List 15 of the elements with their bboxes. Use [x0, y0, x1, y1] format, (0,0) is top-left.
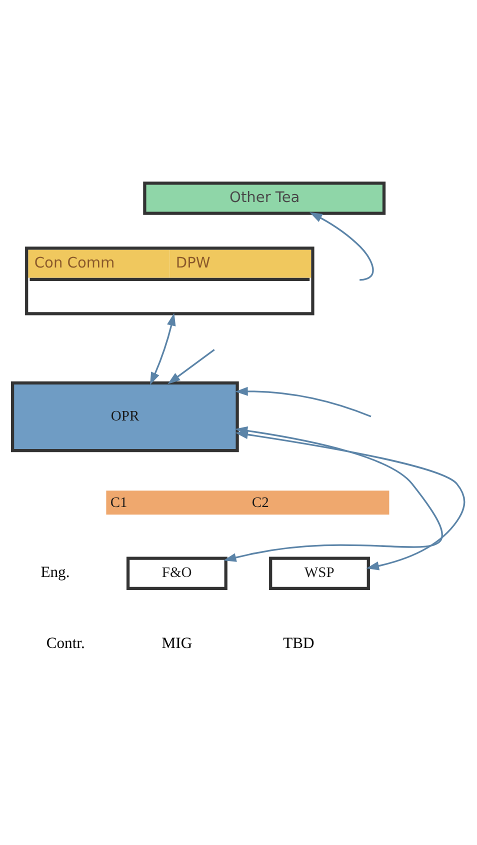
- arrow: [235, 430, 466, 570]
- node-box: OPR: [11, 380, 239, 452]
- label: Eng.: [40, 563, 70, 580]
- arrow: [310, 212, 374, 280]
- node-box: Other Tea: [143, 181, 386, 214]
- label: TBD: [283, 634, 314, 652]
- label: Contr.: [46, 634, 85, 652]
- node-box: C1 C2: [106, 490, 390, 514]
- label: MIG: [162, 634, 192, 652]
- node-box: WSP: [269, 556, 370, 590]
- arrow: [150, 312, 176, 385]
- arrow: [168, 348, 215, 384]
- node-box: F&O: [126, 556, 228, 590]
- node-box: Con Comm DPW: [25, 246, 314, 315]
- arrow: [235, 386, 372, 417]
